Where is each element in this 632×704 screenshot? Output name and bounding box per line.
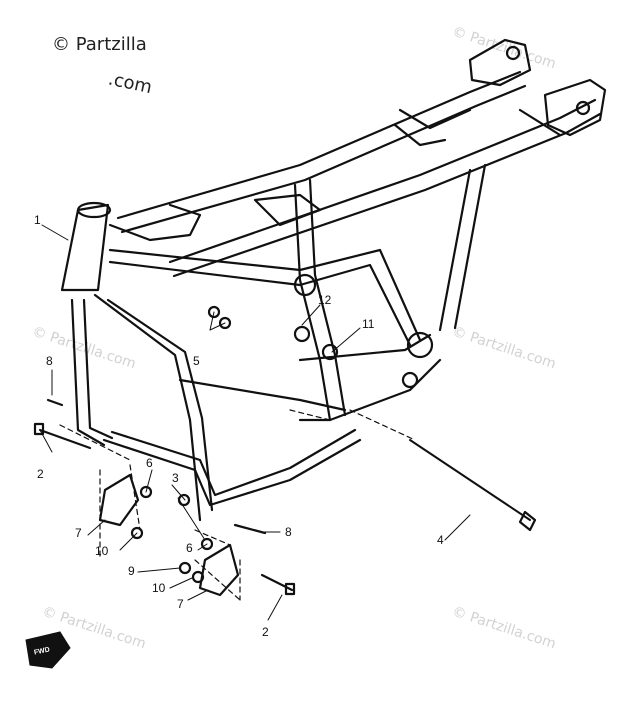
dashed-line (194, 559, 241, 601)
head-tube-top (76, 201, 112, 219)
center-post (293, 183, 332, 422)
nut (191, 570, 205, 584)
nut (218, 316, 232, 330)
callout-11: 11 (362, 317, 375, 331)
dashed-line (129, 464, 141, 531)
dashed-line (289, 409, 331, 421)
watermark-main: © Partzilla .com (52, 34, 156, 98)
rear-down (438, 168, 472, 332)
leader-line (301, 304, 321, 326)
seat-rail-inner (172, 112, 602, 278)
gusset-front (108, 203, 202, 242)
leader-line (169, 577, 193, 589)
rear-down-inner (453, 163, 487, 330)
bolt-8b (233, 523, 267, 535)
bushing (321, 343, 339, 361)
long-bolt-head (518, 510, 537, 532)
leader-line (171, 484, 186, 501)
bolt-8a (46, 398, 64, 407)
bolt-front (38, 428, 92, 450)
nut (200, 537, 214, 551)
callout-5: 5 (193, 354, 200, 368)
cross-brace-2 (393, 123, 447, 147)
callout-7: 7 (177, 597, 184, 611)
callout-8: 8 (46, 354, 53, 368)
lower-cradle (102, 438, 362, 507)
bolt-rear-head (284, 582, 296, 596)
seat-rail (168, 98, 597, 264)
lower-cradle-inner (110, 428, 357, 497)
lower-rail (298, 358, 442, 422)
callout-12: 12 (318, 293, 332, 307)
bolt-rear (260, 573, 294, 592)
leader-line (197, 543, 208, 551)
leader-line (209, 311, 215, 331)
gusset-mid (253, 193, 322, 227)
leader-line (187, 589, 209, 601)
leader-line (39, 429, 53, 453)
callout-3: 3 (172, 471, 179, 485)
callout-2: 2 (262, 625, 269, 639)
dashed-line (349, 409, 416, 441)
down-tube-right-inner (106, 298, 214, 512)
dashed-line (59, 424, 131, 461)
bracket-left (98, 473, 140, 527)
top-tube-upper (116, 70, 522, 220)
callout-6: 6 (186, 541, 193, 555)
leader-line (444, 514, 471, 541)
long-bolt (409, 439, 531, 521)
nut (178, 561, 192, 575)
down-tube-left-inner (82, 298, 114, 440)
rear-bracket-bottom (543, 78, 607, 137)
nut (207, 305, 221, 319)
leader-line (87, 519, 106, 536)
mount-boss-2 (406, 331, 434, 359)
head-tube (60, 203, 110, 292)
callout-2: 2 (37, 467, 44, 481)
mount-boss (293, 273, 317, 297)
fwd-arrow-icon (25, 631, 71, 669)
diagonal-brace (178, 378, 347, 412)
leader-line (177, 497, 206, 541)
nut (177, 493, 191, 507)
callout-7: 7 (75, 526, 82, 540)
bracket-right (198, 543, 240, 597)
leader-line (331, 327, 361, 353)
dashed-line (194, 529, 231, 546)
bushing (293, 325, 311, 343)
leader-line (145, 469, 153, 493)
callout-4: 4 (437, 533, 444, 547)
center-post-inner (308, 178, 347, 417)
rear-bracket-hole-2 (575, 100, 591, 116)
rear-bracket-top (468, 38, 532, 87)
callout-10: 10 (95, 544, 109, 558)
leader-line (137, 567, 181, 573)
rear-bracket-hole (505, 45, 521, 61)
callout-6: 6 (146, 456, 153, 470)
callout-10: 10 (152, 581, 166, 595)
bolt-front-head (33, 422, 45, 436)
leader-line (119, 532, 138, 551)
watermark-main-line1: © Partzilla (52, 34, 147, 55)
nut (139, 485, 153, 499)
callout-8: 8 (285, 525, 292, 539)
leader-line (41, 224, 69, 241)
top-tube-upper-inner (120, 84, 527, 234)
nut (130, 526, 144, 540)
rear-cross (518, 108, 562, 137)
backbone-inner (108, 260, 412, 347)
callout-9: 9 (128, 564, 135, 578)
leader-line (209, 322, 226, 331)
backbone (108, 248, 422, 342)
leader-line (267, 594, 283, 621)
cross-brace (398, 108, 472, 130)
down-tube-left (70, 298, 106, 447)
callout-1: 1 (34, 213, 41, 227)
mount-boss-3 (401, 371, 419, 389)
